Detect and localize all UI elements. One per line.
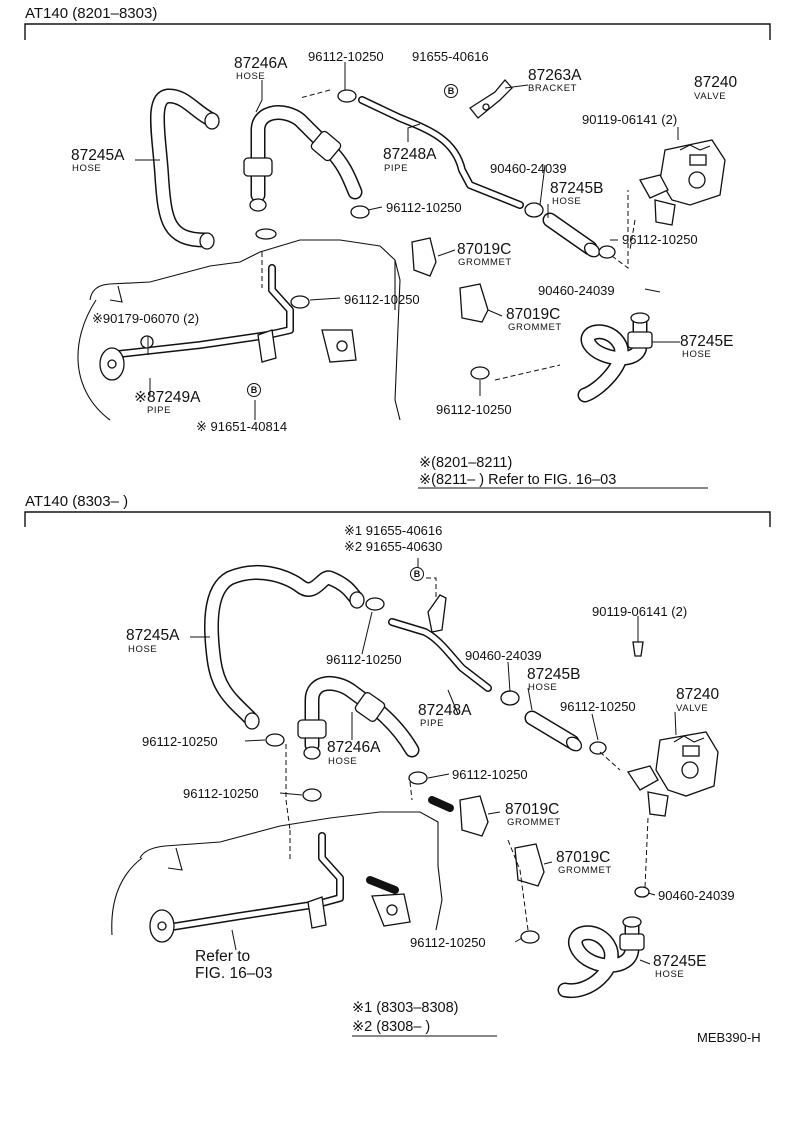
label-96112-bottom-4: 96112-10250 xyxy=(452,767,528,782)
label-96112-top-5: 96112-10250 xyxy=(436,402,512,417)
label-90460-bottom-1: 90460-24039 xyxy=(465,648,542,663)
label-91655-bottom-2: ※2 91655-40630 xyxy=(344,539,443,554)
label-87249A-top: ※87249A xyxy=(134,389,201,406)
label-87245A-bottom: 87245A xyxy=(126,627,180,644)
hose-87245A-top xyxy=(149,88,220,250)
clamps-top xyxy=(140,89,616,380)
label-87245E-top-sub: HOSE xyxy=(682,349,712,360)
label-96112-bottom-6: 96112-10250 xyxy=(410,935,486,950)
label-87248A-top-sub: PIPE xyxy=(384,163,409,174)
label-87019C-bottom-2: 87019C xyxy=(556,849,611,866)
label-96112-top-1: 96112-10250 xyxy=(308,49,384,64)
pipe-87248A-top xyxy=(358,96,524,209)
marker-b-top-1: B xyxy=(444,84,458,98)
section-title-top: AT140 (8201–8303) xyxy=(25,5,158,22)
marker-b-top-2: B xyxy=(247,383,261,397)
label-87019C-top-2: 87019C xyxy=(506,306,561,323)
note-bottom-2: ※2 (8308– ) xyxy=(352,1019,431,1035)
label-87240-top-sub: VALVE xyxy=(694,91,727,102)
engine-block-bottom xyxy=(111,811,443,936)
figure-code: MEB390-H xyxy=(697,1030,761,1045)
label-96112-bottom-2: 96112-10250 xyxy=(560,699,636,714)
label-96112-bottom-5: 96112-10250 xyxy=(183,786,259,801)
label-87248A-top: 87248A xyxy=(383,146,437,163)
label-91655-top: 91655-40616 xyxy=(412,49,489,64)
label-87245B-bottom: 87245B xyxy=(527,666,581,683)
bottom-frame xyxy=(24,511,771,527)
bracket-87263A xyxy=(469,78,513,119)
label-87248A-bottom: 87248A xyxy=(418,702,472,719)
label-87245A-bottom-sub: HOSE xyxy=(128,644,158,655)
label-87245B-top: 87245B xyxy=(550,180,604,197)
label-87019C-top-1-sub: GROMMET xyxy=(458,257,512,268)
label-87019C-bottom-1-sub: GROMMET xyxy=(507,817,561,828)
pipe-87248A-bottom xyxy=(388,594,492,692)
label-87240-bottom: 87240 xyxy=(676,686,720,703)
hose-87245E-bottom xyxy=(557,916,645,999)
label-96112-bottom-3: 96112-10250 xyxy=(142,734,218,749)
clamps-bottom xyxy=(265,597,650,944)
hose-87245A-bottom xyxy=(204,565,365,730)
label-87019C-bottom-1: 87019C xyxy=(505,801,560,818)
marker-b-bottom: B xyxy=(410,567,424,581)
valve-87240-top xyxy=(639,139,726,226)
label-87245E-bottom: 87245E xyxy=(653,953,707,970)
label-90460-top-2: 90460-24039 xyxy=(538,283,615,298)
valve-87240-bottom xyxy=(626,731,719,817)
label-87246A-top-sub: HOSE xyxy=(236,71,266,82)
label-90119-bottom: 90119-06141 (2) xyxy=(592,604,688,619)
pipe-87249A-top xyxy=(99,264,294,381)
label-87245B-top-sub: HOSE xyxy=(552,196,582,207)
label-96112-top-4: 96112-10250 xyxy=(344,292,420,307)
hose-87246A-top xyxy=(243,105,363,212)
label-96112-top-3: 96112-10250 xyxy=(622,232,698,247)
pipe-bottom xyxy=(149,832,344,943)
label-87246A-top: 87246A xyxy=(234,55,288,72)
label-87240-bottom-sub: VALVE xyxy=(676,703,709,714)
label-87246A-bottom-sub: HOSE xyxy=(328,756,358,767)
grommets-bottom xyxy=(366,795,545,927)
label-87263A: 87263A xyxy=(528,67,582,84)
label-87246A-bottom: 87246A xyxy=(327,739,381,756)
top-frame xyxy=(24,23,771,40)
section-title-bottom: AT140 (8303– ) xyxy=(25,493,129,510)
label-87245A-top: 87245A xyxy=(71,147,125,164)
leaders-bottom xyxy=(190,558,677,965)
note-bottom-1: ※1 (8303–8308) xyxy=(352,1000,459,1016)
label-90460-bottom-2: 90460-24039 xyxy=(658,888,735,903)
label-91655-bottom-1: ※1 91655-40616 xyxy=(344,523,443,538)
label-87019C-top-1: 87019C xyxy=(457,241,512,258)
label-87019C-top-2-sub: GROMMET xyxy=(508,322,562,333)
hose-87245B-top xyxy=(542,212,601,258)
label-91651-top: ※ 91651-40814 xyxy=(196,419,288,434)
label-87263A-sub: BRACKET xyxy=(528,83,578,94)
note-top-1: ※(8201–8211) xyxy=(419,455,513,471)
label-87245E-top: 87245E xyxy=(680,333,734,350)
hose-87246A-bottom xyxy=(297,676,420,760)
label-96112-top-2: 96112-10250 xyxy=(386,200,462,215)
note-top-2: ※(8211– ) Refer to FIG. 16–03 xyxy=(419,472,617,488)
refer-text-2: FIG. 16–03 xyxy=(195,965,273,982)
label-87019C-bottom-2-sub: GROMMET xyxy=(558,865,612,876)
label-90179-top: ※90179-06070 (2) xyxy=(92,311,200,326)
label-90460-top-1: 90460-24039 xyxy=(490,161,567,176)
label-87245B-bottom-sub: HOSE xyxy=(528,682,558,693)
label-87240-top: 87240 xyxy=(694,74,738,91)
label-96112-bottom-1: 96112-10250 xyxy=(326,652,402,667)
hose-87245E-top xyxy=(577,312,653,403)
engine-block-top xyxy=(77,239,401,421)
hose-87245B-bottom xyxy=(524,710,583,752)
grommets-top xyxy=(321,237,489,363)
label-87249A-top-sub: PIPE xyxy=(147,405,172,416)
label-90119-top: 90119-06141 (2) xyxy=(582,112,678,127)
label-87245A-top-sub: HOSE xyxy=(72,163,102,174)
leaders-top xyxy=(135,62,680,420)
refer-text-1: Refer to xyxy=(195,948,251,965)
label-87245E-bottom-sub: HOSE xyxy=(655,969,685,980)
label-87248A-bottom-sub: PIPE xyxy=(420,718,445,729)
